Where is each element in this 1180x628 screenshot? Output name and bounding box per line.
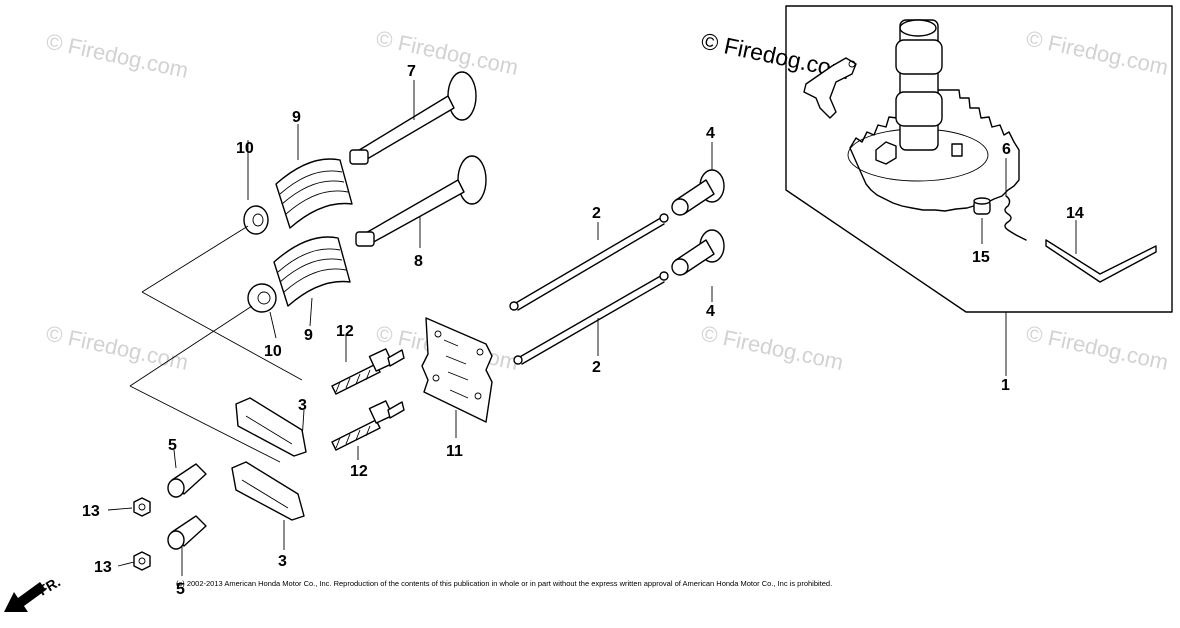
callout-4: 4: [706, 303, 715, 320]
callout-numbers: 1 2 2 3 3 4 4 5 5 6 7 8 9 9 10 10 11 12 …: [82, 63, 1084, 598]
callout-6: 6: [1002, 141, 1011, 158]
callout-10: 10: [236, 140, 254, 157]
adjust-bolt-lower: [167, 515, 207, 550]
stud-bolt-upper: [331, 348, 405, 395]
valve-7: [349, 71, 477, 165]
callout-1: 1: [1001, 377, 1010, 394]
callout-12: 12: [336, 323, 354, 340]
spring-retainer-lower: [247, 283, 277, 313]
callout-12: 12: [350, 463, 368, 480]
camshaft-gear: [847, 19, 1020, 212]
valve-spring-lower: [273, 236, 351, 307]
callout-2: 2: [592, 359, 601, 376]
nut-upper: [133, 497, 151, 517]
watermark: © Firedog.com: [374, 25, 521, 80]
callout-3: 3: [298, 397, 307, 414]
watermark: © Firedog.com: [1024, 320, 1171, 375]
tappet-lower: [671, 229, 725, 276]
guide-plate: [421, 317, 493, 423]
callout-9: 9: [292, 109, 301, 126]
callout-5: 5: [176, 581, 185, 598]
callout-13: 13: [82, 503, 100, 520]
watermark: © Firedog.com: [44, 320, 191, 375]
front-arrow-label: FR.: [36, 573, 64, 598]
callout-10: 10: [264, 343, 282, 360]
watermark-group: © Firedog.com © Firedog.com © Firedog.co…: [44, 25, 1171, 375]
camshaft-assembly-box: [785, 5, 1173, 313]
callout-2: 2: [592, 205, 601, 222]
callout-5: 5: [168, 437, 177, 454]
valve-spring-upper: [275, 158, 353, 229]
decompressor-spring: [1004, 195, 1027, 241]
callout-7: 7: [407, 63, 416, 80]
decompressor-weight: [803, 57, 857, 119]
push-rod-lower: [513, 271, 669, 365]
callout-3: 3: [278, 553, 287, 570]
callout-4: 4: [706, 125, 715, 142]
watermark: © Firedog.com: [699, 320, 846, 375]
tappet-upper: [671, 169, 725, 216]
callout-9: 9: [304, 327, 313, 344]
spring-retainer-upper: [243, 205, 269, 235]
stud-bolt-lower: [331, 400, 405, 451]
pin-15: [973, 197, 991, 215]
adjust-bolt-upper: [167, 463, 207, 498]
callout-14: 14: [1066, 205, 1084, 222]
callout-11: 11: [446, 443, 463, 460]
callout-8: 8: [414, 253, 423, 270]
nut-lower: [133, 551, 151, 571]
valve-8: [355, 155, 487, 247]
copyright-notice: (c) 2002-2013 American Honda Motor Co., …: [176, 579, 832, 588]
watermark: © Firedog.com: [1024, 25, 1171, 80]
push-rod-upper: [509, 213, 669, 311]
callout-13: 13: [94, 559, 112, 576]
front-arrow-icon: FR.: [4, 573, 63, 612]
callout-15: 15: [972, 249, 990, 266]
rocker-arm-lower: [231, 461, 305, 521]
wire-14: [1045, 239, 1157, 283]
watermark: © Firedog.com: [44, 28, 191, 83]
rocker-arm-upper: [235, 397, 307, 457]
